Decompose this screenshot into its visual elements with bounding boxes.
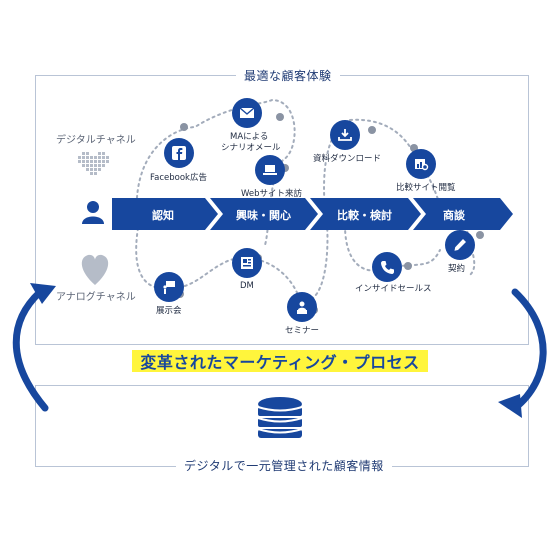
process-title: 変革されたマーケティング・プロセス <box>140 353 420 372</box>
compare-site-label: 比較サイト閲覧 <box>396 183 456 193</box>
exhibition-label: 展示会 <box>156 306 182 316</box>
left-arrowhead <box>30 283 56 304</box>
path-dot <box>404 262 412 270</box>
seminar-icon <box>287 292 317 322</box>
mail-icon <box>232 98 262 128</box>
facebook-icon <box>164 138 194 168</box>
path-dot <box>180 123 188 131</box>
inside-sales-label: インサイドセールス <box>355 284 432 294</box>
process-title-highlight <box>132 350 428 372</box>
dm-label: DM <box>240 281 254 291</box>
path-dot <box>276 113 284 121</box>
step-comparison: 比較・検討 <box>337 209 392 222</box>
step-negotiation: 商談 <box>443 209 465 222</box>
digital-channel-label: デジタルチャネル <box>56 135 136 146</box>
ma-label-line1: MAによる <box>230 132 269 142</box>
exhibition-icon <box>154 272 184 302</box>
experience-title: 最適な顧客体験 <box>236 67 340 84</box>
path-dot <box>476 231 484 239</box>
dm-icon <box>232 248 262 278</box>
step-interest: 興味・関心 <box>236 209 291 222</box>
path-dot <box>368 126 376 134</box>
database-title: デジタルで一元管理された顧客情報 <box>176 457 392 474</box>
analog-channel-label: アナログチャネル <box>56 292 136 303</box>
seminar-label: セミナー <box>285 326 320 336</box>
path-dot <box>281 164 289 172</box>
contract-label: 契約 <box>448 264 466 274</box>
web-label: Webサイト来訪 <box>241 189 303 199</box>
step-awareness: 認知 <box>152 209 174 222</box>
right-arrowhead <box>498 394 522 418</box>
facebook-label: Facebook広告 <box>150 173 207 183</box>
compare-site-icon <box>406 149 436 179</box>
phone-icon <box>372 252 402 282</box>
ma-label-line2: シナリオメール <box>221 143 281 153</box>
pen-icon <box>445 230 475 260</box>
path-dot <box>410 144 418 152</box>
download-icon <box>330 120 360 150</box>
download-label: 資料ダウンロード <box>313 154 382 164</box>
laptop-icon <box>255 155 285 185</box>
